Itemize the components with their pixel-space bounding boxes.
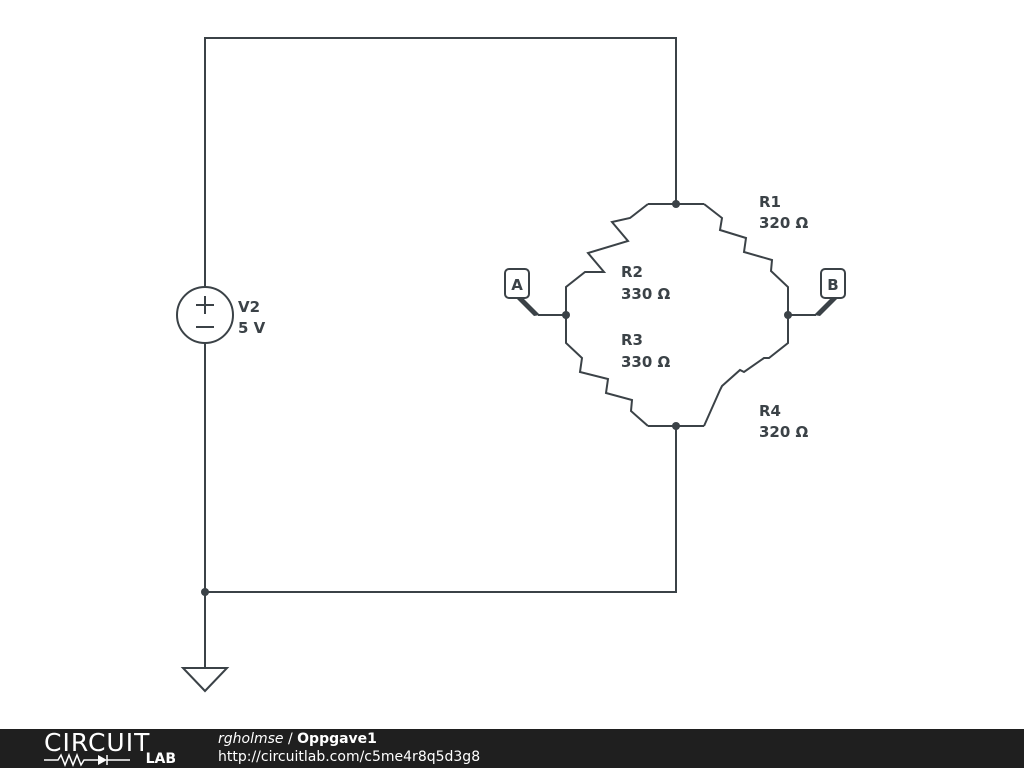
- v2-value-label: 5 V: [238, 319, 266, 337]
- wire-bottom-loop: [204, 343, 677, 593]
- resistor-r4[interactable]: [703, 315, 789, 427]
- wire-top-loop: [204, 37, 677, 287]
- circuitlab-logo-mark: LAB: [44, 751, 176, 767]
- circuitlab-logo-lab: LAB: [145, 751, 176, 767]
- probe-b-label: B: [827, 276, 838, 294]
- circuit-url-link[interactable]: http://circuitlab.com/c5me4r8q5d3g8: [218, 749, 481, 765]
- junction-node-bottom: [672, 422, 680, 430]
- voltage-source-body: [176, 286, 234, 344]
- r2-value-label: 330 Ω: [621, 285, 671, 303]
- r3-name-label: R3: [621, 331, 643, 349]
- probe-a-box[interactable]: [504, 268, 530, 299]
- resistor-diode-icon: [44, 753, 130, 767]
- junction-node-ground: [201, 588, 209, 596]
- probe-a-tip: [516, 297, 540, 316]
- probe-b-tip: [814, 297, 838, 316]
- resistor-r2[interactable]: [565, 203, 649, 315]
- author-link[interactable]: rgholmse: [218, 731, 284, 747]
- r4-value-label: 320 Ω: [759, 423, 809, 441]
- circuit-schematic: V2 5 V R1 320 Ω R2 330 Ω R3 330 Ω R4 320…: [176, 37, 846, 693]
- byline-separator: /: [283, 731, 298, 747]
- r2-name-label: R2: [621, 263, 643, 281]
- circuit-title-link[interactable]: Oppgave1: [297, 731, 377, 747]
- voltage-source-v2[interactable]: [176, 286, 234, 344]
- r4-name-label: R4: [759, 402, 781, 420]
- probe-b-box[interactable]: [820, 268, 846, 299]
- resistor-r1[interactable]: [703, 203, 789, 315]
- junction-node-top: [672, 200, 680, 208]
- ground-icon: [180, 667, 230, 693]
- r1-name-label: R1: [759, 193, 781, 211]
- footer-bar: CIRCUIT LAB rgholmse / Oppgave1 http://c…: [0, 729, 1024, 768]
- v2-name-label: V2: [238, 298, 260, 316]
- junction-node-right: [784, 311, 792, 319]
- junction-node-left: [562, 311, 570, 319]
- r3-value-label: 330 Ω: [621, 353, 671, 371]
- resistor-r3[interactable]: [565, 315, 649, 427]
- probe-a-label: A: [511, 276, 523, 294]
- circuitlab-logo-text[interactable]: CIRCUIT: [44, 728, 151, 757]
- r1-value-label: 320 Ω: [759, 214, 809, 232]
- circuit-byline: rgholmse / Oppgave1: [218, 731, 377, 748]
